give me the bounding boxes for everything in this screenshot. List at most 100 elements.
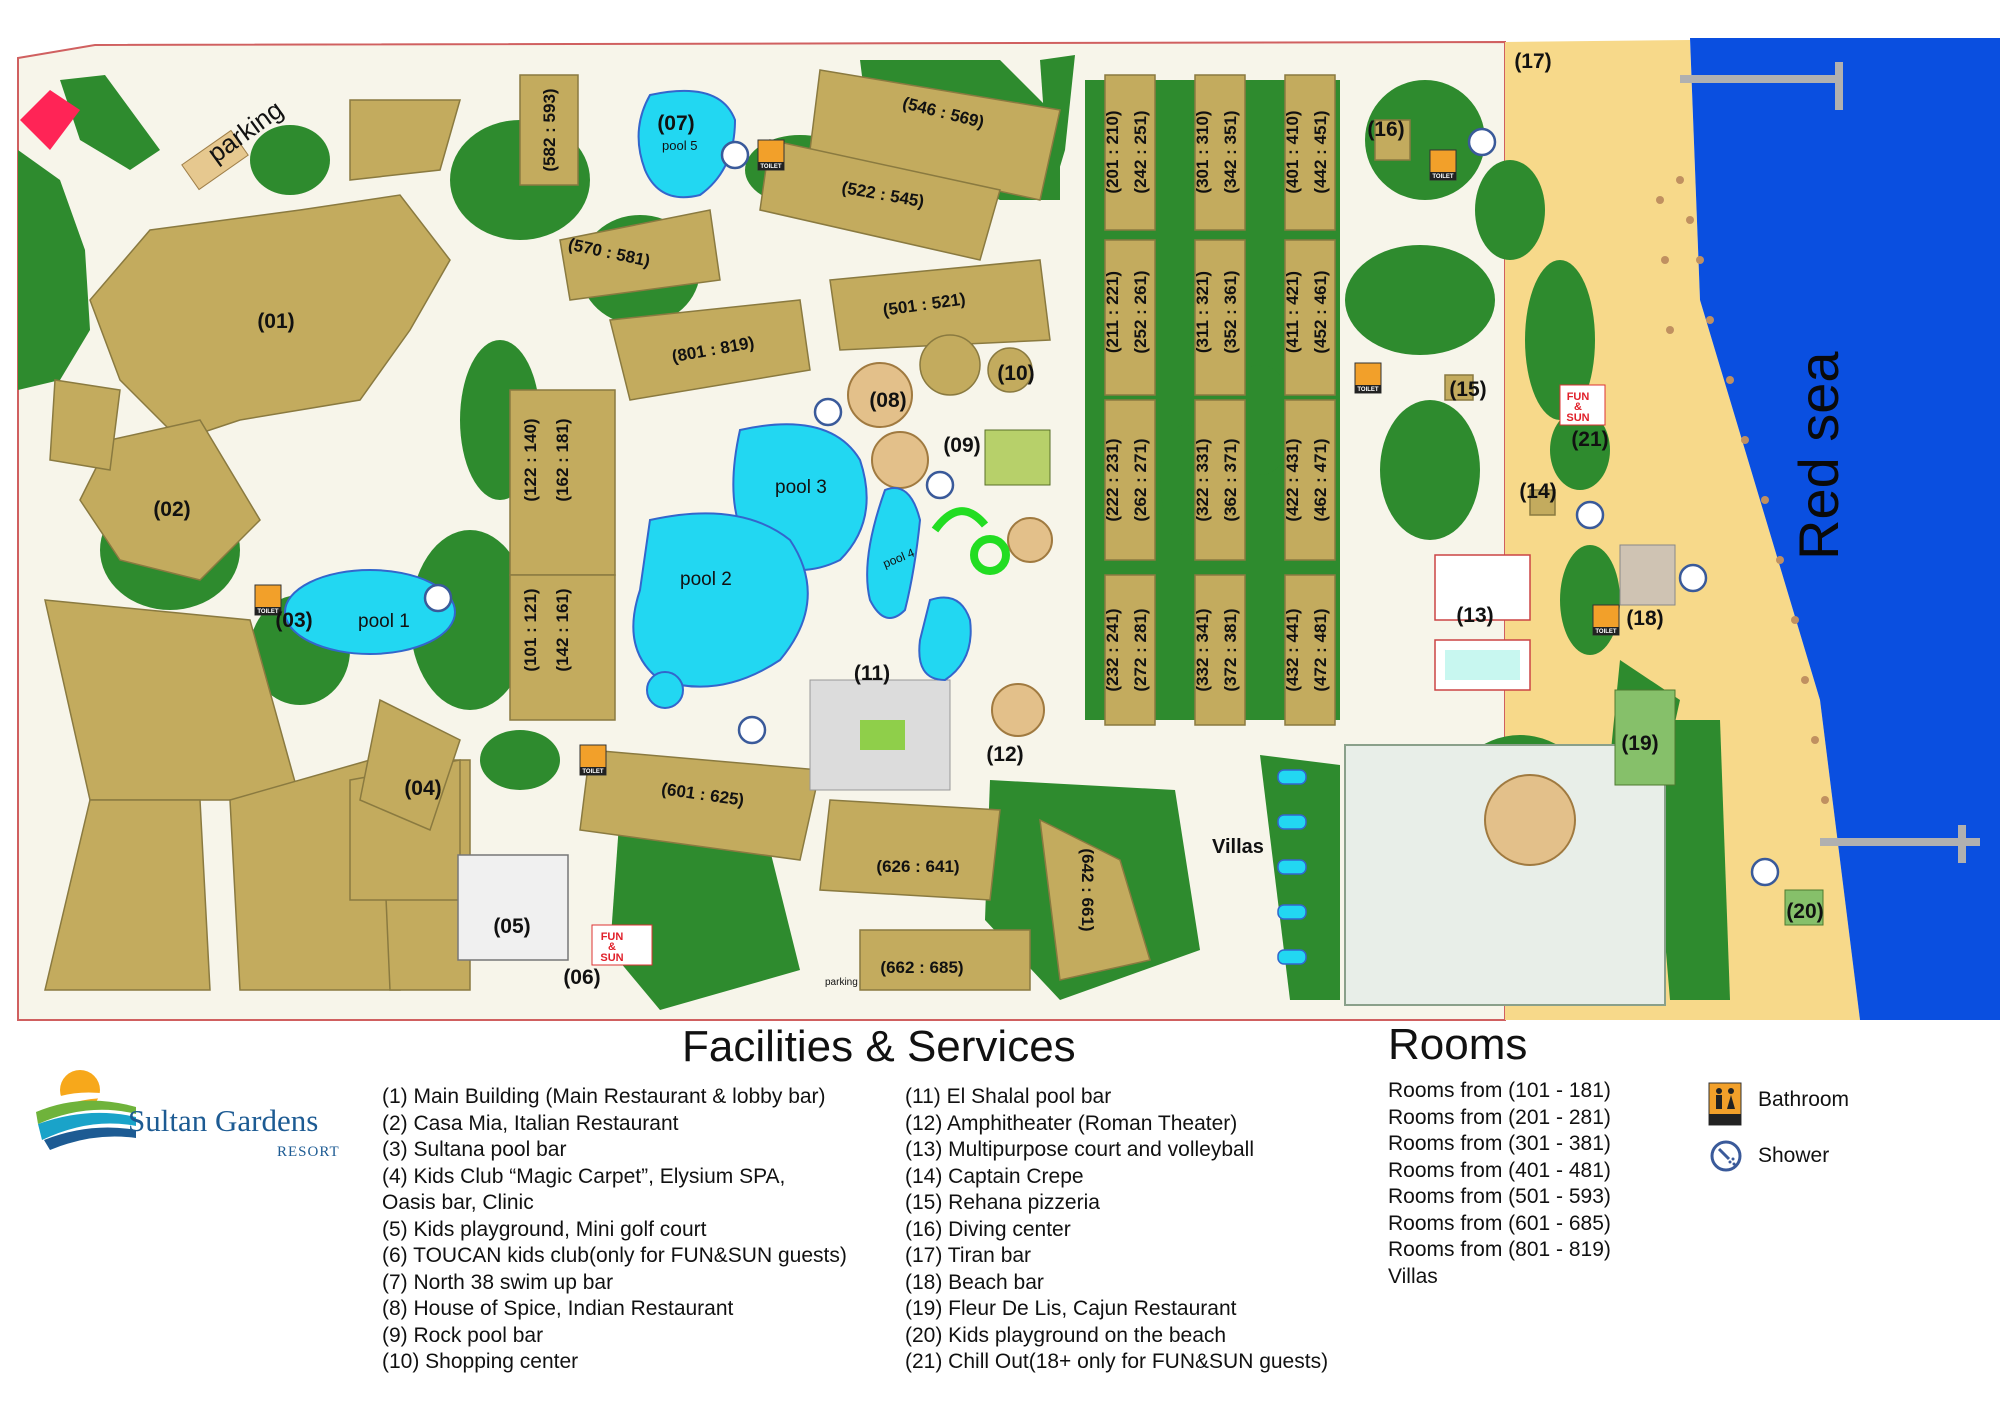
beach-umbrellas bbox=[1656, 176, 1829, 804]
facility-item: (2) Casa Mia, Italian Restaurant bbox=[382, 1111, 679, 1135]
room-block-label: (332 : 341) bbox=[1193, 608, 1212, 691]
villa-pools bbox=[1277, 769, 1307, 965]
room-block-label: (472 : 481) bbox=[1311, 608, 1330, 691]
red-sea bbox=[1690, 38, 2000, 1020]
facility-item: (15) Rehana pizzeria bbox=[905, 1191, 1100, 1214]
bathroom-icon bbox=[1708, 1082, 1742, 1126]
facility-marker-21: (21) bbox=[1571, 428, 1608, 451]
rooms-item: Rooms from (801 - 819) bbox=[1388, 1238, 1611, 1261]
fun-sun-top-label: FUN bbox=[1567, 391, 1590, 403]
facility-marker-15: (15) bbox=[1449, 378, 1486, 401]
facility-item: (4) Kids Club “Magic Carpet”, Elysium SP… bbox=[382, 1164, 786, 1188]
pool-5-label: pool 5 bbox=[662, 138, 697, 153]
rooms-heading: Rooms bbox=[1388, 1020, 1528, 1069]
room-block-label: (311 : 321) bbox=[1193, 271, 1212, 353]
room-block-label: (101 : 121) bbox=[521, 588, 540, 671]
room-block-label: (362 : 371) bbox=[1221, 438, 1240, 521]
facility-list-col1: (1) Main Building (Main Restaurant & lob… bbox=[382, 1084, 847, 1376]
room-block-label: (352 : 361) bbox=[1221, 270, 1240, 353]
facility-marker-20: (20) bbox=[1786, 900, 1823, 923]
buildings bbox=[44, 69, 1556, 991]
toilet-label: TOILET bbox=[582, 769, 604, 775]
room-block-label: (452 : 461) bbox=[1311, 270, 1330, 353]
entrance-marker bbox=[20, 90, 80, 150]
room-block-label: (272 : 281) bbox=[1131, 608, 1150, 691]
facility-marker-04: (04) bbox=[404, 777, 441, 800]
facility-marker-05: (05) bbox=[493, 915, 530, 938]
room-block-label: (342 : 351) bbox=[1221, 110, 1240, 193]
fun-sun-amp-label: & bbox=[1574, 401, 1582, 413]
room-block-label: (662 : 685) bbox=[880, 958, 963, 977]
sea-label: Red sea bbox=[1787, 351, 1850, 560]
toilet-label: TOILET bbox=[760, 164, 782, 170]
resort-map: FUN & SUN FUN & SUN TOILET TOILET TOILET… bbox=[17, 38, 2000, 1021]
facility-list-col2: (11) El Shalal pool bar (12) Amphitheate… bbox=[905, 1084, 1328, 1376]
brand-sub: RESORT bbox=[277, 1144, 340, 1160]
facility-marker-03: (03) bbox=[275, 609, 312, 632]
room-block-label: (201 : 210) bbox=[1103, 110, 1122, 193]
pool-3-label: pool 3 bbox=[775, 477, 827, 498]
facility-marker-09: (09) bbox=[943, 434, 980, 457]
room-block-label: (322 : 331) bbox=[1193, 438, 1212, 521]
facility-marker-17: (17) bbox=[1514, 50, 1551, 73]
facility-marker-07: (07) bbox=[657, 112, 694, 135]
facility-item: Oasis bar, Clinic bbox=[382, 1191, 534, 1214]
room-block-label: (411 : 421) bbox=[1283, 271, 1302, 353]
facility-item: (8) House of Spice, Indian Restaurant bbox=[382, 1297, 734, 1320]
fun-sun-top-label-2: FUN bbox=[601, 931, 624, 943]
fun-sun-amp-label-2: & bbox=[608, 941, 616, 953]
facility-marker-19: (19) bbox=[1621, 732, 1658, 755]
room-block-label: (626 : 641) bbox=[876, 857, 959, 876]
room-block-label: (222 : 231) bbox=[1103, 438, 1122, 521]
pool-2-label: pool 2 bbox=[680, 569, 732, 590]
room-block-label: (301 : 310) bbox=[1193, 110, 1212, 193]
room-block-label: (262 : 271) bbox=[1131, 438, 1150, 521]
facility-marker-16: (16) bbox=[1367, 118, 1404, 141]
facility-marker-06: (06) bbox=[563, 966, 600, 989]
rooms-item: Villas bbox=[1388, 1264, 1438, 1288]
facility-marker-08: (08) bbox=[869, 389, 906, 412]
facilities-heading: Facilities & Services bbox=[682, 1022, 1076, 1071]
facility-marker-14: (14) bbox=[1519, 480, 1556, 503]
facility-item: (21) Chill Out(18+ only for FUN&SUN gues… bbox=[905, 1350, 1329, 1373]
facility-item: (19) Fleur De Lis, Cajun Restaurant bbox=[905, 1297, 1237, 1320]
sultan-gardens-logo bbox=[33, 1070, 136, 1150]
facility-item: (6) TOUCAN kids club(only for FUN&SUN gu… bbox=[382, 1244, 847, 1267]
room-block-label: (242 : 251) bbox=[1131, 110, 1150, 193]
rooms-item: Rooms from (101 - 181) bbox=[1388, 1079, 1611, 1102]
plazas bbox=[181, 129, 1824, 961]
facility-item: (12) Amphitheater (Roman Theater) bbox=[905, 1111, 1238, 1135]
room-block-label: (432 : 441) bbox=[1283, 608, 1302, 691]
rooms-item: Rooms from (601 - 685) bbox=[1388, 1211, 1611, 1235]
facility-item: (17) Tiran bar bbox=[905, 1244, 1032, 1267]
fun-sun-badges bbox=[591, 384, 1606, 966]
brand-name: Sultan Gardens bbox=[128, 1103, 319, 1138]
toilet-label: TOILET bbox=[257, 609, 279, 615]
fun-sun-bottom-label-2: SUN bbox=[600, 952, 623, 964]
facility-marker-18: (18) bbox=[1626, 607, 1663, 630]
facility-marker-10: (10) bbox=[997, 362, 1034, 385]
facility-marker-01: (01) bbox=[257, 310, 294, 333]
waterslide bbox=[931, 507, 1010, 575]
facility-item: (13) Multipurpose court and volleyball bbox=[905, 1138, 1255, 1161]
room-block-label: (122 : 140) bbox=[521, 418, 540, 501]
facility-item: (18) Beach bar bbox=[905, 1270, 1044, 1294]
facility-marker-02: (02) bbox=[153, 498, 190, 521]
fun-sun-bottom-label: SUN bbox=[1566, 412, 1589, 424]
piers bbox=[1680, 62, 1980, 863]
rooms-item: Rooms from (501 - 593) bbox=[1388, 1185, 1611, 1208]
facility-item: (16) Diving center bbox=[905, 1217, 1071, 1241]
room-block-label: (162 : 181) bbox=[553, 418, 572, 501]
room-block-label: (422 : 431) bbox=[1283, 438, 1302, 521]
facility-item: (14) Captain Crepe bbox=[905, 1164, 1084, 1188]
room-block-label: (372 : 381) bbox=[1221, 608, 1240, 691]
bathroom-markers bbox=[254, 139, 1620, 776]
room-block-label: (232 : 241) bbox=[1103, 608, 1122, 691]
facility-item: (5) Kids playground, Mini golf court bbox=[382, 1217, 707, 1241]
room-block-label: (142 : 161) bbox=[553, 588, 572, 671]
facility-item: (20) Kids playground on the beach bbox=[905, 1323, 1227, 1347]
shower-icon bbox=[1710, 1140, 1742, 1172]
toilet-label: TOILET bbox=[1595, 629, 1617, 635]
facility-marker-13: (13) bbox=[1456, 604, 1493, 627]
rooms-item: Rooms from (401 - 481) bbox=[1388, 1158, 1611, 1182]
